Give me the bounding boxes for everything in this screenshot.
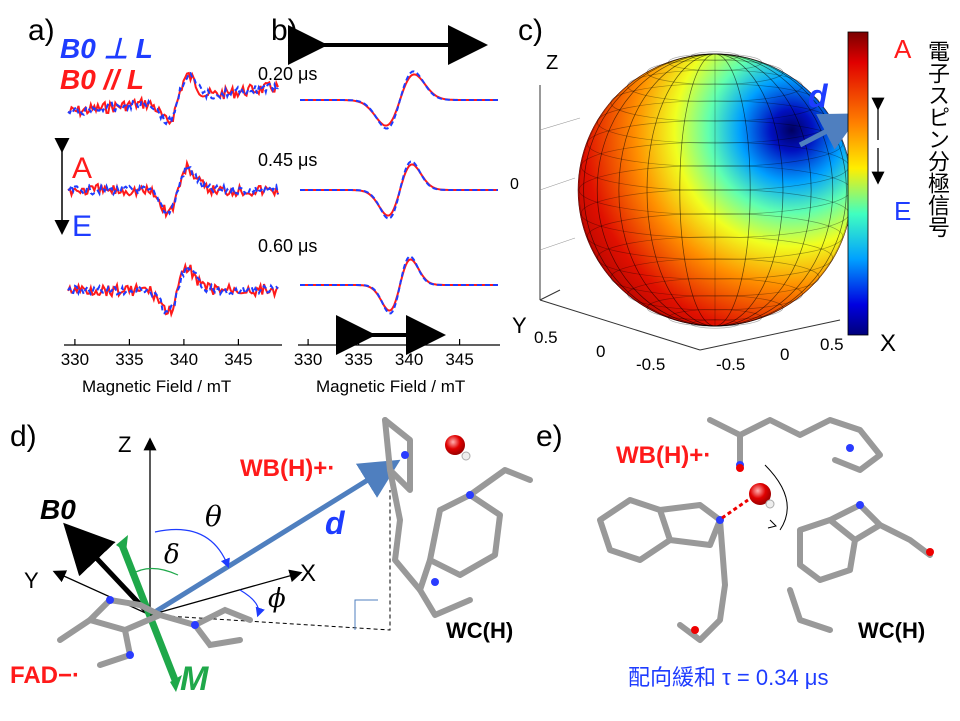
sphere-latitude-line [668, 309, 762, 327]
y-tick-2: 0 [596, 342, 606, 361]
colorbar-top-label: A [894, 34, 912, 64]
panel-b-trace-blue [300, 160, 498, 220]
d-vector-label: d [325, 505, 345, 541]
wb-label-d: WB(H)+· [240, 455, 336, 482]
sign-e-emission: E [72, 210, 93, 243]
sphere-latitude-line [691, 51, 739, 61]
sphere-longitude-line [679, 53, 751, 327]
panel-a-x-tick-label: 345 [224, 350, 252, 369]
phi-label: ϕ [268, 584, 286, 614]
panel-b-x-tick-label: 330 [294, 350, 322, 369]
y-tick-3: -0.5 [636, 355, 666, 374]
sphere-latitude-line [586, 213, 844, 260]
b0-label: B0 [40, 494, 76, 525]
panel-c-sphere [539, 31, 885, 351]
colorbar-title: 電子スピン分極信号 [925, 40, 950, 238]
panel-b-label: b) [271, 14, 298, 47]
legend-perp: B0 ⊥ L [60, 33, 153, 64]
x-tick-3: 0.5 [820, 335, 844, 354]
panel-b-trace-blue [300, 255, 498, 315]
panel-a-plot: 330 335 340 345 [54, 71, 282, 369]
panel-c-label: c) [518, 14, 543, 47]
panel-b-x-tick-label: 335 [344, 350, 372, 369]
panel-b-plot: 330 335 340 345 [288, 25, 500, 369]
axis-z-label: Z [546, 52, 559, 74]
panel-b-trace-blue [300, 70, 498, 130]
sphere-latitude-line [610, 258, 820, 297]
time-label-1: 0.20 μs [258, 64, 318, 84]
time-label-2: 0.45 μs [258, 150, 318, 170]
sphere-latitude-line [596, 236, 834, 280]
m-label: M [180, 660, 209, 698]
theta-label: θ [205, 500, 222, 533]
sphere-latitude-line [668, 53, 762, 71]
axis-Z-label: Z [118, 432, 132, 457]
sphere-longitude-line [583, 53, 847, 327]
sphere-latitude-line [610, 83, 820, 122]
panel-a-trace-parallel [67, 261, 279, 318]
panel-e-diagram [597, 417, 934, 643]
panel-a-xlabel: Magnetic Field / mT [82, 377, 232, 396]
fad-label: FAD−· [10, 662, 81, 689]
wb-label-e: WB(H)+· [616, 442, 712, 469]
vector-d-label: d [808, 78, 828, 114]
sphere-longitude-line [618, 53, 812, 327]
axis-y-label: Y [512, 313, 527, 338]
panel-a-label: a) [28, 14, 55, 47]
sphere-latitude-line [646, 59, 784, 85]
panel-a-trace-parallel [67, 71, 279, 126]
axis-x-label: X [880, 330, 897, 357]
panel-d-diagram [52, 417, 533, 692]
sphere-longitude-line [596, 53, 834, 327]
x-tick-2: 0 [780, 345, 790, 364]
sphere-longitude-line [583, 53, 847, 327]
panel-b-x-tick-label: 340 [395, 350, 423, 369]
panel-a-x-tick-label: 340 [170, 350, 198, 369]
sphere-longitude-line [679, 53, 751, 327]
panel-a-trace-perpendicular [67, 164, 279, 216]
sign-a-absorption: A [72, 152, 93, 185]
panel-a-trace-perpendicular [67, 264, 279, 315]
panel-d-label: d) [10, 420, 37, 453]
sphere-longitude-line [618, 53, 812, 327]
panel-b-x-tick-label: 345 [445, 350, 473, 369]
relaxation-caption: 配向緩和 τ = 0.34 μs [628, 665, 829, 690]
delta-label: δ [164, 540, 180, 570]
panel-a-x-tick-label: 330 [61, 350, 89, 369]
panel-a-trace-perpendicular [67, 71, 279, 126]
wc-label-e: WC(H) [858, 618, 926, 643]
sphere-latitude-line [627, 278, 803, 311]
time-label-3: 0.60 μs [258, 236, 318, 256]
y-tick-1: 0.5 [534, 328, 558, 347]
colorbar-bottom-label: E [894, 196, 912, 226]
z-tick: 0 [510, 176, 519, 193]
panel-a-trace-parallel [67, 158, 279, 220]
sphere-longitude-line [646, 53, 784, 327]
legend-par: B0 // L [60, 64, 145, 95]
sphere-longitude-line [596, 53, 834, 327]
wc-label-d: WC(H) [446, 618, 514, 643]
panel-b-xlabel: Magnetic Field / mT [316, 377, 466, 396]
x-tick-1: -0.5 [716, 355, 746, 374]
sphere-longitude-line [646, 53, 784, 327]
axis-X-label: X [300, 560, 317, 587]
sphere-latitude-line [646, 295, 784, 321]
sphere-latitude-line [627, 69, 803, 102]
axis-Y-label: Y [24, 568, 39, 593]
sphere-latitude-line [691, 319, 739, 329]
panel-b-trace-red [300, 258, 498, 312]
panel-a-x-tick-label: 335 [115, 350, 143, 369]
panel-e-label: e) [536, 420, 563, 453]
